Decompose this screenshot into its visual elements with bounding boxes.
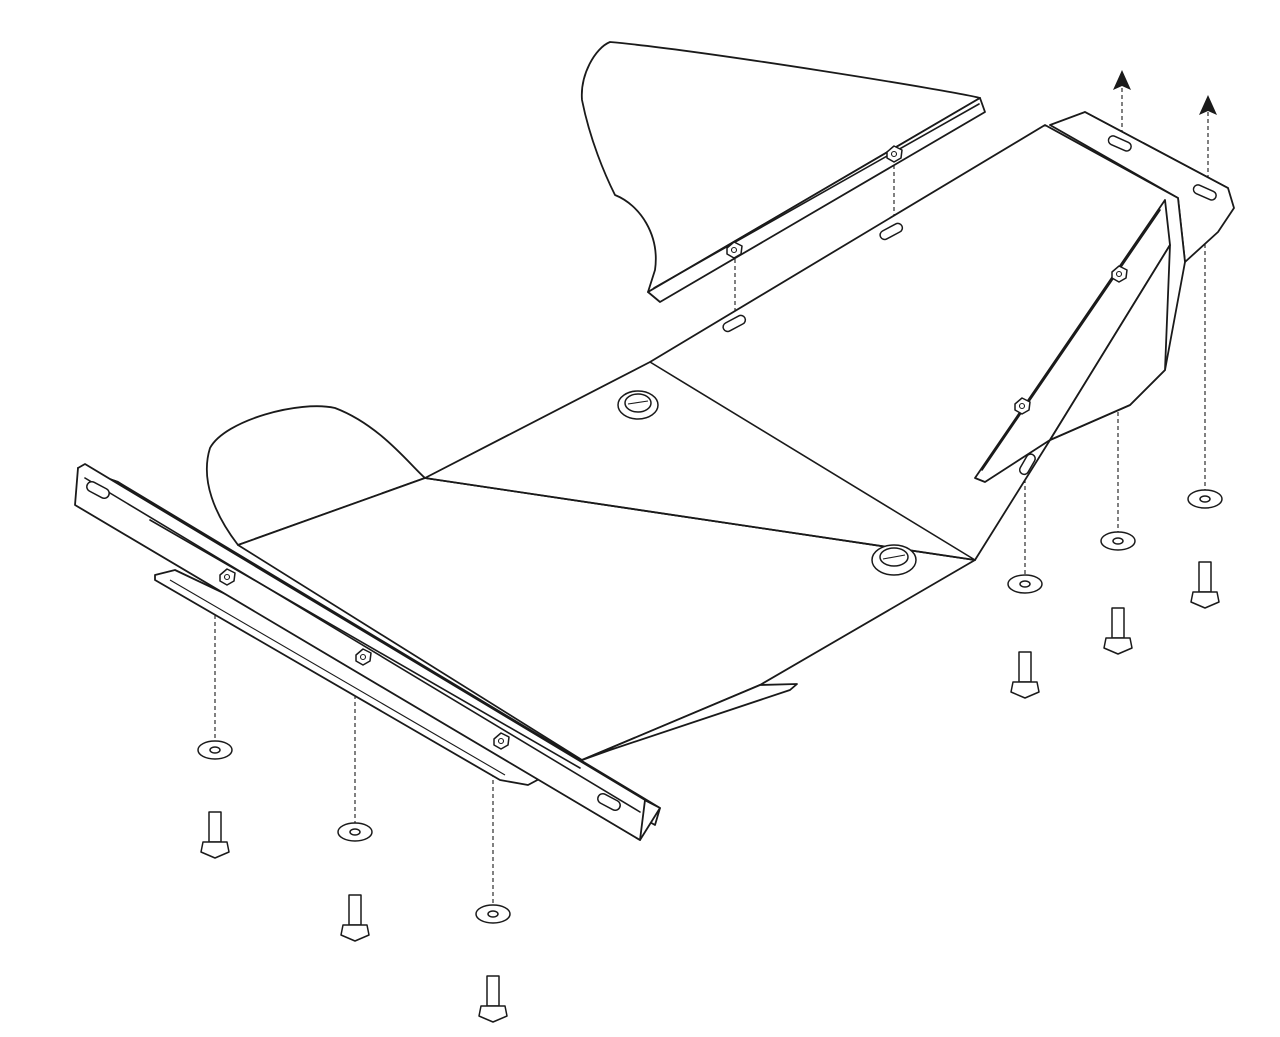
- bolt: [1103, 607, 1133, 655]
- mounting-slot: [879, 222, 904, 241]
- bolt: [478, 975, 508, 1023]
- drain-access-plug: [617, 390, 659, 420]
- mounting-slot: [86, 480, 110, 500]
- captive-nut: [219, 568, 236, 586]
- upward-arrows: [1113, 70, 1217, 115]
- flat-washer: [197, 740, 233, 760]
- skid-plate-front-panel: [237, 477, 976, 761]
- bolt: [340, 894, 370, 942]
- bolt: [1190, 561, 1220, 609]
- right-gusset-bracket: [974, 199, 1171, 483]
- hardware-rear-3: [1187, 489, 1223, 609]
- mounting-slot: [597, 792, 621, 812]
- mounting-slot: [1018, 453, 1036, 476]
- bolt: [1010, 651, 1040, 699]
- flat-washer: [475, 904, 511, 924]
- arrow-up-icon: [1199, 95, 1217, 115]
- flat-washer: [1187, 489, 1223, 509]
- upper-side-panel: [581, 41, 986, 303]
- upper-side-panel-body: [581, 41, 981, 293]
- captive-nut: [726, 241, 743, 259]
- bolt: [200, 811, 230, 859]
- captive-nut: [355, 648, 372, 666]
- drain-access-plug: [871, 544, 917, 576]
- arrow-up-icon: [1113, 70, 1131, 90]
- hardware-front-1: [197, 740, 233, 859]
- flat-washer: [337, 822, 373, 842]
- flat-washer: [1007, 574, 1043, 594]
- hardware-rear-1: [1007, 574, 1043, 699]
- hardware-front-3: [475, 904, 511, 1023]
- flat-washer: [1100, 531, 1136, 551]
- front-mounting-bracket: [74, 463, 661, 841]
- skid-plate-rear-lip: [581, 683, 798, 761]
- hardware-front-2: [337, 822, 373, 942]
- mounting-slot: [1107, 135, 1132, 152]
- captive-nut: [1014, 397, 1031, 415]
- captive-nut: [886, 145, 903, 163]
- captive-nut: [493, 732, 510, 750]
- hardware-rear-2: [1100, 531, 1136, 655]
- skid-plate-left-ear: [206, 405, 426, 546]
- captive-nut: [1111, 265, 1128, 283]
- mounting-slot: [1192, 184, 1217, 201]
- mounting-slot: [722, 314, 747, 333]
